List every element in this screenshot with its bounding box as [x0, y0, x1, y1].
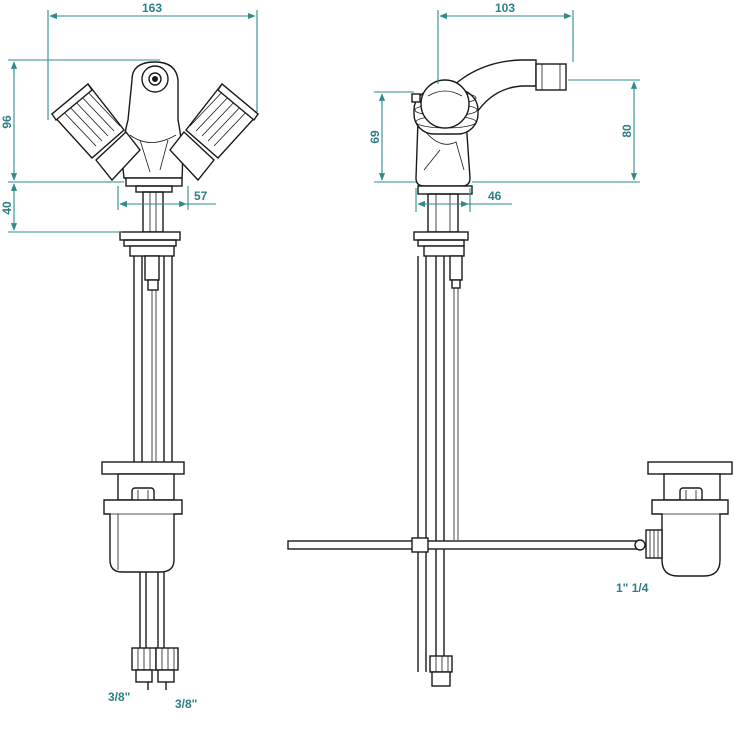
side-view: 103 69 80 46 1" 1/4 [287, 1, 733, 687]
side-deck-washer [413, 231, 469, 241]
side-inlet-nut [429, 655, 453, 673]
front-view: 163 96 40 57 3/8" 3/8" [0, 1, 260, 711]
dim-front-base: 57 [194, 189, 208, 203]
label-inlet-left: 3/8" [108, 690, 130, 704]
side-pull-rod [287, 540, 641, 550]
dim-front-height: 96 [0, 115, 14, 129]
front-inlet-nut-right [155, 647, 179, 671]
front-deck-washer [119, 231, 181, 241]
dim-side-spout-height: 80 [620, 124, 634, 138]
label-inlet-right: 3/8" [175, 697, 197, 711]
dim-side-reach: 103 [495, 1, 515, 15]
front-dimensions [8, 10, 258, 233]
dim-side-handle-height: 69 [368, 130, 382, 144]
side-handle [411, 79, 479, 135]
dim-side-base: 46 [488, 189, 502, 203]
side-dimensions [374, 10, 640, 212]
dim-front-below-deck: 40 [0, 201, 14, 215]
label-waste-outlet: 1" 1/4 [616, 581, 649, 595]
front-waste-flange [101, 461, 185, 475]
side-aerator [535, 63, 567, 91]
front-left-handle [50, 82, 141, 182]
front-right-handle [169, 82, 260, 182]
side-waste-assembly [645, 461, 733, 577]
dim-front-width: 163 [142, 1, 162, 15]
